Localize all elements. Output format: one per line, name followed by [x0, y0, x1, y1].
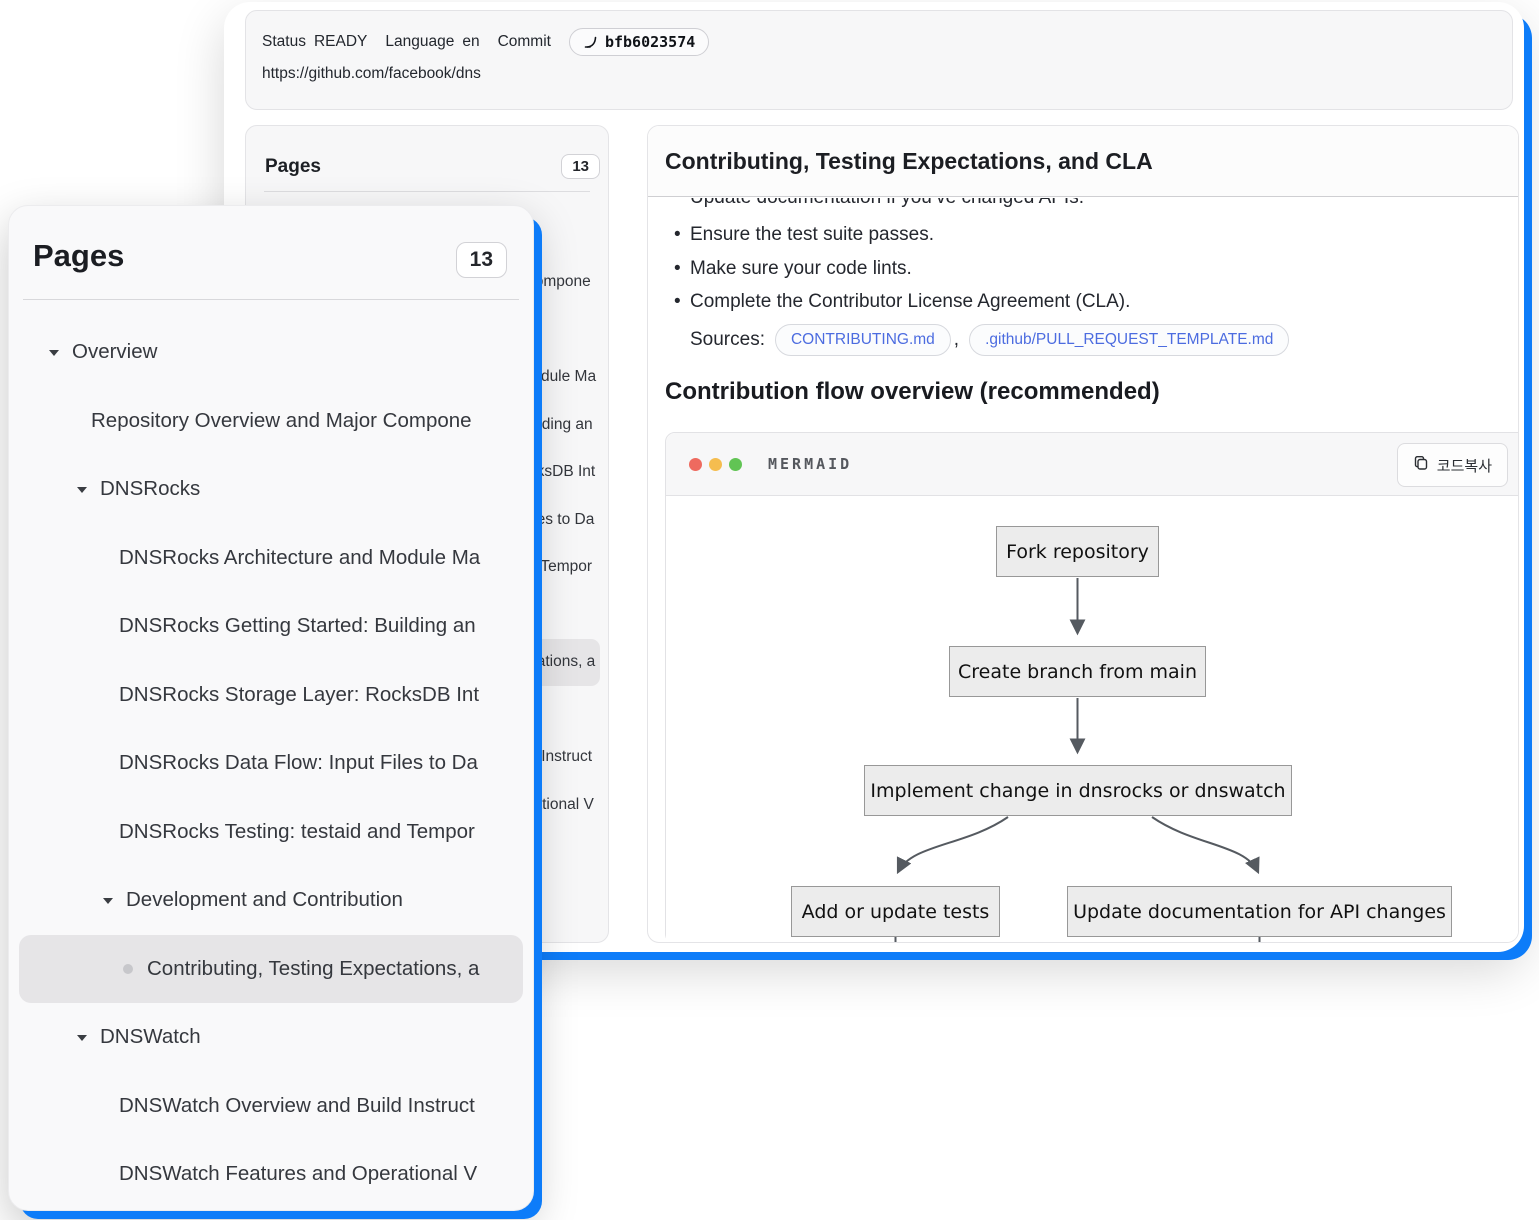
- content-panel: Contributing, Testing Expectations, and …: [647, 125, 1519, 943]
- popup-item[interactable]: DNSRocks Data Flow: Input Files to Da: [119, 751, 478, 775]
- chevron-down-icon: [49, 349, 59, 361]
- sidebar-page-count-badge: 13: [561, 154, 600, 179]
- bullet-item: Complete the Contributor License Agreeme…: [648, 285, 1130, 319]
- popup-item[interactable]: DNSRocks Architecture and Module Ma: [119, 545, 481, 569]
- sources-label: Sources:: [690, 329, 765, 350]
- chevron-down-icon: [77, 486, 87, 498]
- status-label: Status: [262, 33, 306, 50]
- mermaid-header: MERMAID 코드복사: [666, 433, 1518, 496]
- chevron-down-icon: [103, 897, 113, 909]
- popup-item-overview[interactable]: Overview: [9, 318, 533, 387]
- bullet-item: Make sure your code lints.: [648, 252, 1130, 286]
- page-title: Contributing, Testing Expectations, and …: [665, 147, 1153, 174]
- status-line: Status READY Language en Commit bfb60235…: [262, 26, 1496, 58]
- status-bar: Status READY Language en Commit bfb60235…: [245, 10, 1513, 110]
- content-header: Contributing, Testing Expectations, and …: [648, 126, 1518, 197]
- flow-node-tests: Add or update tests: [791, 886, 1000, 937]
- sources-row: Sources: CONTRIBUTING.md , .github/PULL_…: [690, 324, 1290, 356]
- popup-item-dnswatch[interactable]: DNSWatch: [9, 1003, 533, 1072]
- popup-item-dnsrocks[interactable]: DNSRocks: [9, 455, 533, 524]
- source-link-pull-request-template[interactable]: .github/PULL_REQUEST_TEMPLATE.md: [969, 324, 1290, 356]
- popup-item-active[interactable]: Contributing, Testing Expectations, a: [19, 934, 523, 1003]
- mermaid-block: MERMAID 코드복사: [665, 432, 1518, 942]
- green-dot-icon: [729, 457, 742, 471]
- divider: [264, 191, 590, 192]
- repo-url: https://github.com/facebook/dns: [262, 65, 481, 82]
- pages-popup-panel: Pages 13 Overview Repository Overview an…: [8, 205, 534, 1211]
- bullet-item: Ensure the test suite passes.: [648, 218, 1130, 252]
- flow-node-fork: Fork repository: [996, 526, 1159, 577]
- traffic-light-dots: [689, 457, 742, 471]
- commit-hash-pill[interactable]: bfb6023574: [568, 28, 710, 56]
- popup-title: Pages: [33, 238, 125, 273]
- popup-item[interactable]: DNSRocks Storage Layer: RocksDB Int: [119, 682, 480, 706]
- copy-button-label: 코드복사: [1436, 457, 1492, 475]
- flow-node-branch: Create branch from main: [949, 646, 1206, 697]
- bullet-dot-icon: [123, 963, 133, 974]
- commit-hash: bfb6023574: [604, 33, 696, 51]
- clipped-list-item: Update documentation if you’ve changed A…: [690, 198, 1498, 214]
- status-value: READY: [313, 33, 368, 50]
- flow-node-docs: Update documentation for API changes: [1067, 886, 1452, 937]
- source-link-contributing[interactable]: CONTRIBUTING.md: [774, 324, 951, 356]
- copy-icon: [1413, 455, 1429, 475]
- sources-separator: ,: [953, 329, 960, 350]
- popup-item[interactable]: Repository Overview and Major Compone: [91, 408, 472, 432]
- popup-item[interactable]: DNSRocks Getting Started: Building an: [119, 614, 476, 638]
- yellow-dot-icon: [709, 457, 722, 471]
- popup-item[interactable]: DNSRocks Testing: testaid and Tempor: [119, 819, 475, 843]
- copy-code-button[interactable]: 코드복사: [1396, 443, 1508, 487]
- language-label: Language: [385, 33, 455, 50]
- popup-item[interactable]: DNSWatch Features and Operational V: [119, 1162, 478, 1186]
- flow-node-implement: Implement change in dnsrocks or dnswatch: [864, 765, 1292, 816]
- red-dot-icon: [689, 457, 702, 471]
- main-app-window: Status READY Language en Commit bfb60235…: [224, 2, 1524, 952]
- divider: [23, 299, 519, 300]
- flowchart-edges: [894, 578, 1261, 942]
- mermaid-language-label: MERMAID: [768, 455, 853, 473]
- sidebar-title: Pages: [265, 156, 321, 177]
- commit-label: Commit: [497, 33, 551, 50]
- section-heading: Contribution flow overview (recommended): [665, 378, 1160, 405]
- popup-item-development[interactable]: Development and Contribution: [9, 866, 533, 935]
- popup-tree: Overview Repository Overview and Major C…: [9, 318, 533, 1209]
- popup-item[interactable]: DNSWatch Overview and Build Instruct: [119, 1093, 475, 1117]
- popup-page-count-badge: 13: [455, 242, 507, 278]
- chevron-down-icon: [77, 1034, 87, 1046]
- mermaid-diagram: Fork repository Create branch from main …: [666, 496, 1518, 942]
- commit-icon: [583, 35, 598, 50]
- language-value: en: [462, 33, 480, 50]
- bullet-list: Ensure the test suite passes. Make sure …: [648, 218, 1130, 319]
